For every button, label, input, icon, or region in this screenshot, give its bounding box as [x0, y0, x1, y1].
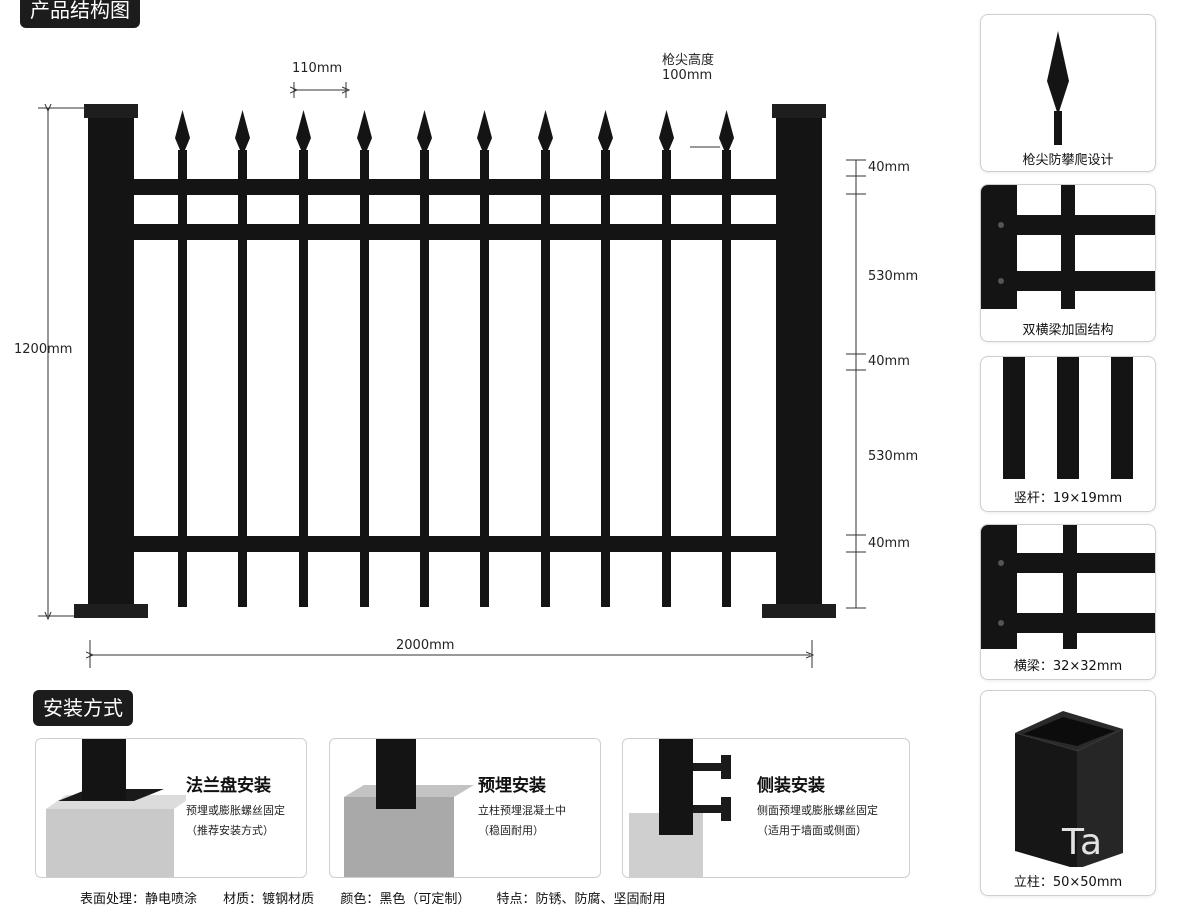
install-note: （推荐安装方式）: [186, 824, 274, 837]
detail-caption: 枪尖防攀爬设计: [1022, 153, 1114, 168]
spear-tip-icon: [1047, 31, 1069, 145]
install-note: （稳固耐用）: [478, 824, 544, 837]
detail-card-double-rail: 双横梁加固结构: [980, 184, 1156, 342]
install-desc: 立柱预埋混凝土中: [478, 804, 566, 817]
vertical-bars-icon: [1003, 357, 1133, 479]
flange-mount-icon: [46, 739, 186, 877]
detail-caption: 双横梁加固结构: [1022, 323, 1114, 338]
install-title: 预埋安装: [478, 776, 546, 796]
detail-card-spear-tip: 枪尖防攀爬设计: [980, 14, 1156, 172]
spike-spacing-label: 110mm: [292, 61, 343, 76]
square-post-icon: [1015, 711, 1123, 867]
detail-card-square-post: 立柱：50×50mm: [980, 690, 1156, 896]
detail-caption: 立柱：50×50mm: [1013, 875, 1123, 890]
crossbeam-icon: [981, 525, 1155, 649]
rail-gap-top: 40mm: [868, 160, 910, 175]
detail-card-vertical-bars: 竖杆：19×19mm: [980, 356, 1156, 512]
total-height-label: 1200mm: [14, 342, 73, 357]
install-note: （适用于墙面或侧面）: [757, 824, 867, 837]
install-card-flange: 法兰盘安装 预埋或膨胀螺丝固定 （推荐安装方式）: [35, 738, 307, 878]
spike-height-value: 100mm: [662, 68, 713, 83]
install-title: 法兰盘安装: [186, 776, 271, 796]
install-card-side: 侧装安装 侧面预埋或膨胀螺丝固定 （适用于墙面或侧面）: [622, 738, 910, 878]
embedded-mount-icon: [344, 739, 474, 877]
install-desc: 侧面预埋或膨胀螺丝固定: [757, 804, 878, 817]
install-title: 侧装安装: [757, 776, 825, 796]
total-width-label: 2000mm: [396, 638, 455, 653]
detail-card-crossbeam: 横梁：32×32mm: [980, 524, 1156, 680]
spec-footer: 表面处理：静电喷涂 材质：镀钢材质 颜色：黑色（可定制） 特点：防锈、防腐、坚固…: [80, 888, 687, 907]
rail-span-upper: 530mm: [868, 269, 919, 284]
rail-gap-middle: 40mm: [868, 354, 910, 369]
install-desc: 预埋或膨胀螺丝固定: [186, 804, 285, 817]
side-mount-icon: [629, 739, 731, 877]
install-section-title: 安装方式: [33, 690, 133, 726]
detail-caption: 竖杆：19×19mm: [1013, 491, 1123, 506]
install-card-embedded: 预埋安装 立柱预埋混凝土中 （稳固耐用）: [329, 738, 601, 878]
structure-section-title: 产品结构图: [20, 0, 140, 28]
detail-caption: 横梁：32×32mm: [1013, 659, 1123, 674]
watermark: Ta: [1062, 822, 1105, 863]
rail-span-lower: 530mm: [868, 449, 919, 464]
double-rail-icon: [981, 185, 1155, 309]
spike-height-label: 枪尖高度: [662, 53, 715, 68]
fence-diagram: [38, 82, 866, 668]
rail-gap-bottom: 40mm: [868, 536, 910, 551]
